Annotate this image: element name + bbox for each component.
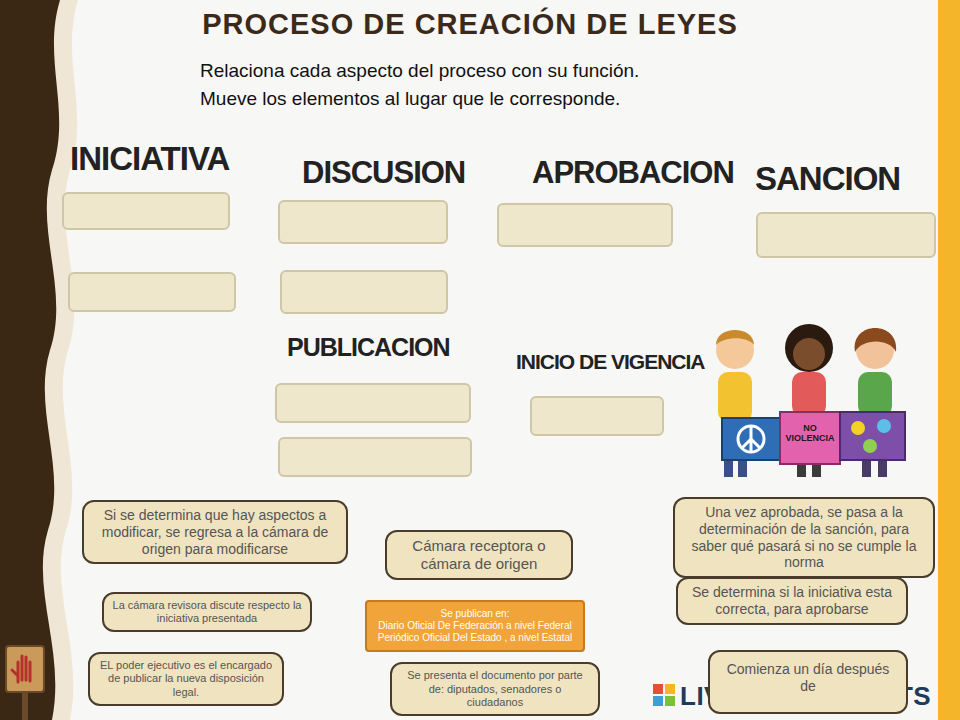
right-stripe	[938, 0, 960, 720]
card-text: Se presenta el documento por parte de: d…	[400, 669, 590, 709]
section-heading: SANCION	[755, 160, 900, 198]
card-text: Se publican en:	[373, 608, 577, 620]
logo-icon	[653, 684, 675, 706]
section-heading: INICIO DE VIGENCIA	[516, 350, 705, 374]
answer-card: Cámara receptora o cámara de origen	[385, 530, 573, 580]
highlight-card: Se publican en:Diario Oficial De Federac…	[365, 600, 585, 652]
title: PROCESO DE CREACIÓN DE LEYES	[0, 8, 940, 41]
drop-box	[278, 200, 448, 244]
left-band-light	[0, 0, 78, 720]
kids-illustration	[716, 324, 905, 477]
drop-box	[62, 192, 230, 230]
drop-box	[530, 396, 664, 436]
stop-violence-sign	[6, 646, 44, 720]
sign-text: NO VIOLENCIA	[784, 424, 836, 444]
section-heading: DISCUSION	[302, 155, 465, 191]
card-text: Cámara receptora o cámara de origen	[395, 537, 563, 573]
card-text: Si se determina que hay aspectos a modif…	[92, 507, 338, 557]
answer-card: EL poder ejecutivo es el encargado de pu…	[88, 652, 284, 706]
answer-card: Si se determina que hay aspectos a modif…	[82, 500, 348, 564]
card-text: Diario Oficial De Federación a nivel Fed…	[373, 620, 577, 644]
answer-card: Comienza un día después de	[708, 650, 908, 714]
answer-card: Una vez aprobada, se pasa a la determina…	[673, 497, 935, 578]
drop-box	[497, 203, 673, 247]
drop-box	[275, 383, 471, 423]
card-text: Una vez aprobada, se pasa a la determina…	[683, 504, 925, 571]
drop-box	[756, 212, 936, 258]
instruction: Mueve los elementos al lugar que le corr…	[200, 88, 620, 110]
drop-box	[280, 270, 448, 314]
instruction: Relaciona cada aspecto del proceso con s…	[200, 60, 639, 82]
card-text: EL poder ejecutivo es el encargado de pu…	[98, 659, 274, 699]
left-band-dark	[0, 0, 60, 720]
card-text: Se determina si la iniciativa esta corre…	[686, 584, 898, 618]
card-text: La cámara revisora discute respecto la i…	[112, 599, 302, 625]
answer-card: La cámara revisora discute respecto la i…	[102, 592, 312, 632]
section-heading: APROBACION	[532, 155, 734, 191]
drop-box	[278, 437, 472, 477]
drop-box	[68, 272, 236, 312]
answer-card: Se determina si la iniciativa esta corre…	[676, 577, 908, 625]
answer-card: Se presenta el documento por parte de: d…	[390, 662, 600, 716]
card-text: Comienza un día después de	[718, 661, 898, 695]
section-heading: INICIATIVA	[70, 140, 229, 178]
section-heading: PUBLICACION	[287, 333, 450, 362]
